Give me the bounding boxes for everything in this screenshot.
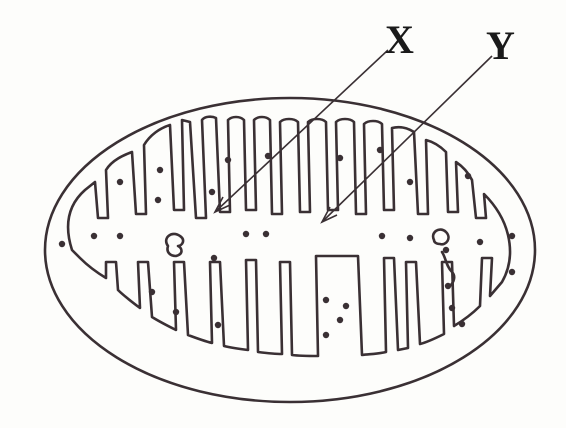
label-x: X <box>385 20 414 60</box>
inner-membrane-cristae <box>68 117 510 356</box>
label-x-leader-line <box>215 50 388 212</box>
label-y: Y <box>486 26 515 66</box>
granule-left <box>166 234 183 256</box>
outer-membrane <box>45 98 535 402</box>
label-y-leader-line <box>322 56 492 222</box>
